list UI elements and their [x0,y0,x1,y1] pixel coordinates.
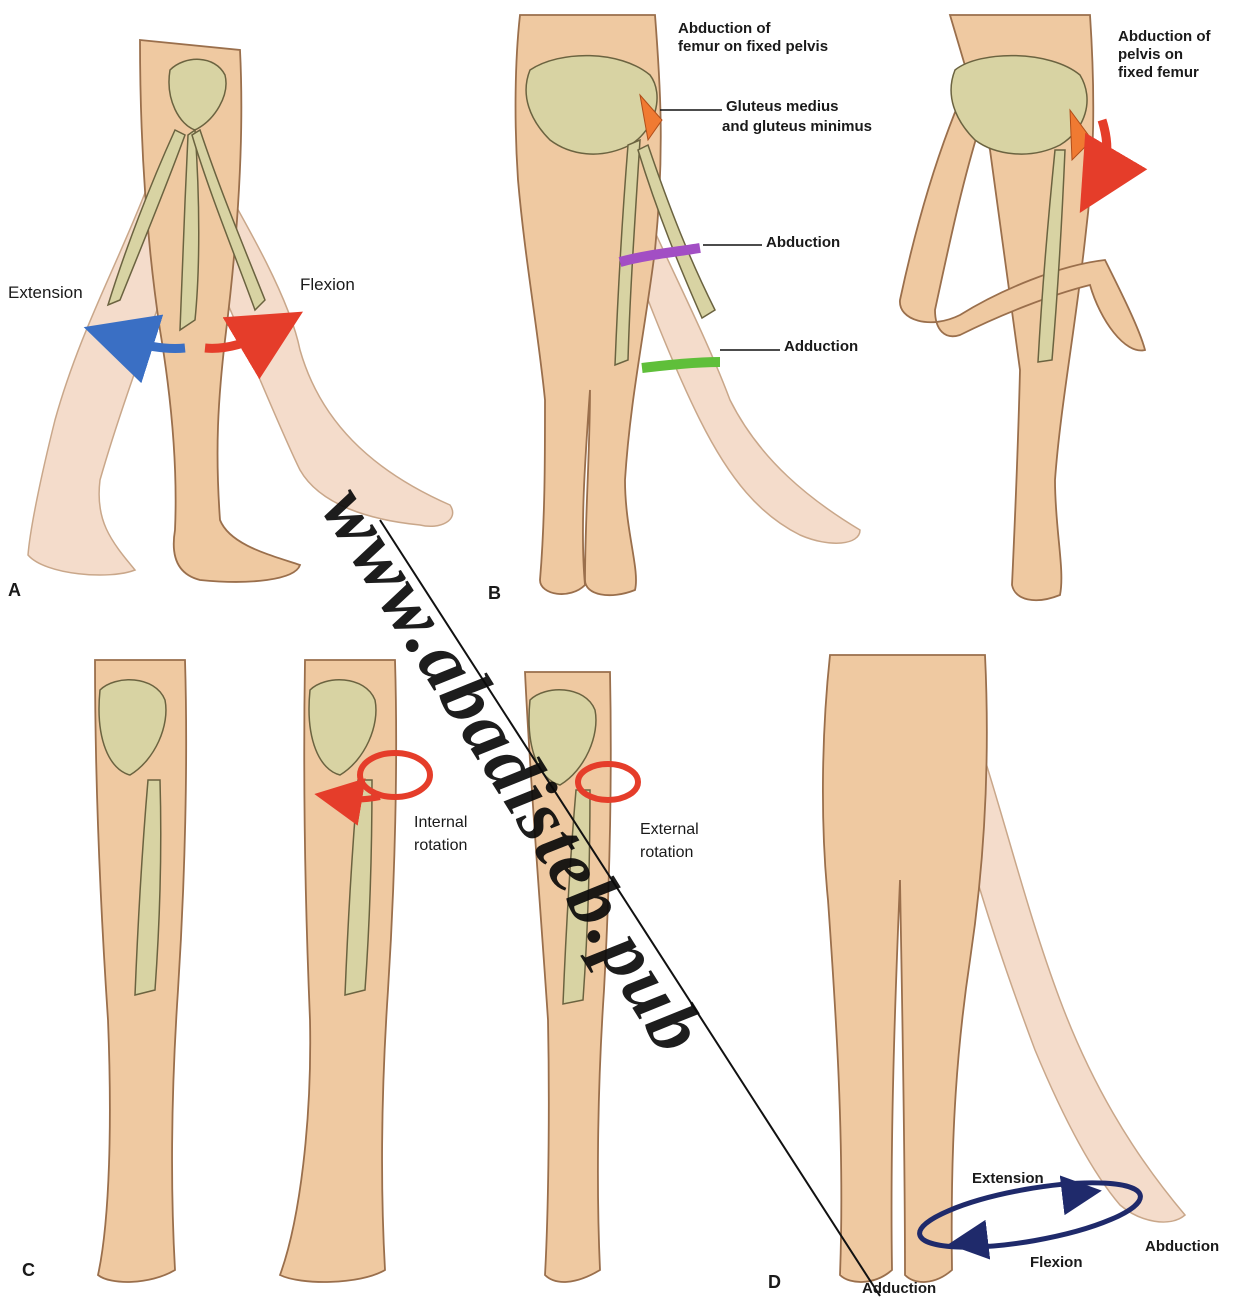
adduction-arrow-b [642,362,720,368]
panel-letter-c: C [22,1260,35,1280]
panel-letter-b: B [488,583,501,603]
pelvis-abduction-arrow [1098,120,1107,182]
body-d [823,655,987,1282]
abduction-pelvis-line3: fixed femur [1118,64,1199,82]
abduction-pelvis-line1: Abduction of [1118,28,1210,46]
extension-label-d: Extension [972,1170,1044,1188]
extension-label-a: Extension [8,283,83,303]
abduction-label-b: Abduction [766,234,840,252]
external-rotation-line2: rotation [640,843,693,863]
panel-b-right-illustration [900,15,1145,600]
adduction-label-d: Adduction [862,1280,936,1298]
leg-d-abducted-ghost [955,760,1185,1222]
internal-rotation-arrow [338,797,380,799]
external-rotation-line1: External [640,820,699,840]
panel-letter-a: A [8,580,21,600]
internal-rotation-line1: Internal [414,813,467,833]
flexion-label-a: Flexion [300,275,355,295]
abduction-femur-line2: femur on fixed pelvis [678,38,828,56]
circumduction-arrow-bottom [968,1240,985,1242]
flexion-label-d: Flexion [1030,1254,1083,1272]
abduction-pelvis-line2: pelvis on [1118,46,1183,64]
internal-rotation-line2: rotation [414,836,467,856]
adduction-label-b: Adduction [784,338,858,356]
abduction-femur-line1: Abduction of [678,20,770,38]
abduction-label-d: Abduction [1145,1238,1219,1256]
panel-letter-d: D [768,1272,781,1292]
gluteus-label-line2: and gluteus minimus [722,118,872,136]
circumduction-arrow-top [1065,1193,1082,1195]
gluteus-label-line1: Gluteus medius [726,98,839,116]
